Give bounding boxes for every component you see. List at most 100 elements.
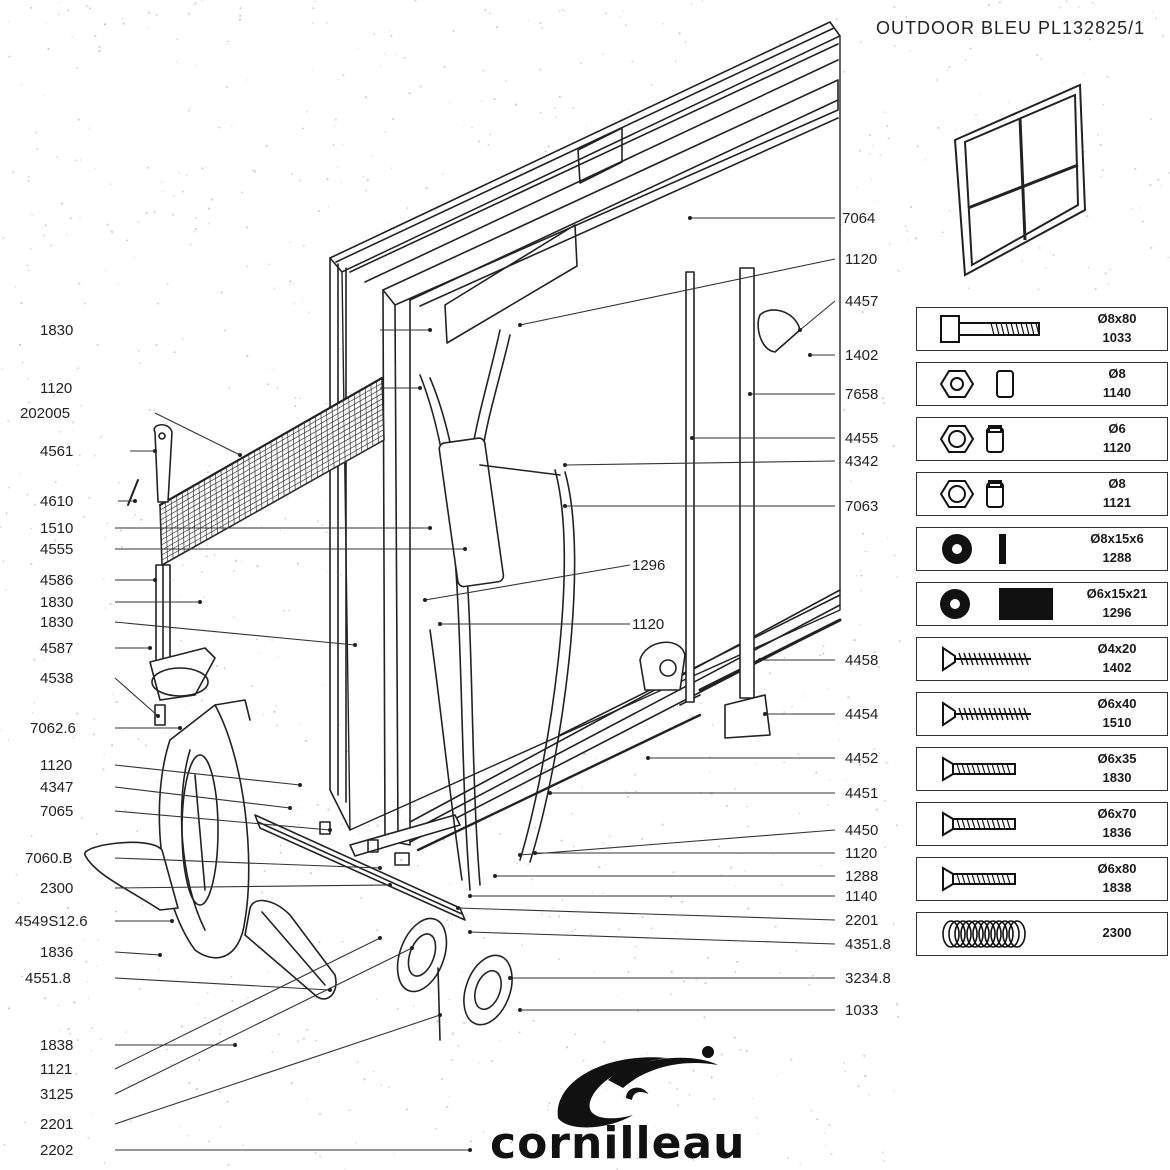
callout-label: 4347: [40, 779, 74, 796]
callout-label: 1120: [845, 845, 878, 862]
net-post: [127, 424, 216, 726]
callout-label: 1033: [845, 1002, 879, 1019]
legend-code: 1510: [1102, 715, 1132, 730]
legend-code: 1296: [1102, 605, 1132, 620]
callout-label: 2201: [40, 1116, 74, 1133]
legend-row: Ø6x70 1836: [916, 802, 1168, 846]
callout-label: 1836: [40, 944, 74, 961]
callout-label: 1830: [40, 614, 74, 631]
legend-row: Ø8x80 1033: [916, 307, 1168, 351]
callout-label: 4342: [845, 453, 879, 470]
legend-row: 2300: [916, 912, 1168, 956]
left-leg-frame: [84, 699, 251, 959]
right-latch-assembly: [639, 267, 801, 739]
right-foot: [244, 899, 337, 1000]
countersunk-screw-icon: [942, 811, 1016, 837]
table-top-inset: [953, 83, 1087, 277]
legend-spec: Ø8x80: [1097, 311, 1137, 326]
callout-label: 7065: [40, 803, 74, 820]
callout-label: 4549S12.6: [15, 913, 88, 930]
legend-spec: Ø6x70: [1097, 806, 1137, 821]
callout-label: 7062.6: [30, 720, 76, 737]
callout-label: 3234.8: [845, 970, 891, 987]
legend-row: Ø6x15x21 1296: [916, 582, 1168, 626]
hex-bolt-icon: [940, 315, 1040, 343]
hex-nut-icon: [939, 370, 1014, 398]
spring-clip-icon: [942, 920, 1026, 948]
legend-code: 1838: [1102, 880, 1132, 895]
callout-label: 3125: [40, 1086, 74, 1103]
callout-label: 4586: [40, 572, 74, 589]
legend-row: Ø8 1140: [916, 362, 1168, 406]
callout-label: 7658: [845, 386, 879, 403]
countersunk-screw-icon: [942, 866, 1016, 892]
washer-icon: [942, 534, 1006, 564]
callout-label: 1296: [632, 557, 666, 574]
legend-code: 1140: [1102, 385, 1132, 400]
legend-code: 2300: [1102, 925, 1132, 940]
legend-row: Ø4x20 1402: [916, 637, 1168, 681]
callout-label: 4451: [845, 785, 879, 802]
callout-label: 1510: [40, 520, 74, 537]
callout-label: 4587: [40, 640, 74, 657]
legend-spec: Ø4x20: [1097, 641, 1137, 656]
callout-label: 4452: [845, 750, 879, 767]
legend-spec: Ø6x15x21: [1086, 586, 1148, 601]
callout-label: 7060.B: [25, 850, 73, 867]
countersunk-screw-icon: [942, 756, 1016, 782]
legend-spec: Ø6x80: [1097, 861, 1137, 876]
callout-label: 4457: [845, 293, 879, 310]
lock-nut-icon: [939, 425, 1004, 453]
legend-code: 1121: [1102, 495, 1132, 510]
legend-code: 1033: [1102, 330, 1132, 345]
legend-spec: Ø8x15x6: [1090, 531, 1144, 546]
callout-label: 1121: [40, 1061, 73, 1078]
wheels: [396, 917, 513, 1041]
cornilleau-logo-icon: [557, 1046, 718, 1128]
legend-code: 1836: [1102, 825, 1132, 840]
callout-label: 1120: [632, 616, 665, 633]
table-top-panel: [329, 21, 842, 852]
legend-spec: Ø6: [1108, 421, 1126, 436]
callout-label: 7064: [842, 210, 876, 227]
callout-label: 1120: [40, 757, 73, 774]
callout-label: 4610: [40, 493, 74, 510]
diagram-title: OUTDOOR BLEU PL132825/1: [876, 18, 1146, 38]
callout-label: 1140: [845, 888, 878, 905]
legend-row: Ø6x40 1510: [916, 692, 1168, 736]
net: [158, 376, 385, 566]
callout-label: 202005: [20, 405, 71, 422]
spacer-icon: [940, 588, 1053, 620]
legend-spec: Ø8: [1108, 366, 1126, 381]
legend-row: Ø8 1121: [916, 472, 1168, 516]
callout-label: 4455: [845, 430, 879, 447]
callout-label: 2201: [845, 912, 879, 929]
callout-label: 1402: [845, 347, 879, 364]
legend-code: 1288: [1102, 550, 1132, 565]
callout-label: 1830: [40, 322, 74, 339]
legend-spec: Ø8: [1108, 476, 1126, 491]
callout-label: 4551.8: [25, 970, 71, 987]
legend-code: 1402: [1102, 660, 1132, 675]
callout-label: 2300: [40, 880, 74, 897]
legend-row: Ø6x80 1838: [916, 857, 1168, 901]
lock-nut-icon: [939, 480, 1004, 508]
legend-row: Ø8x15x6 1288: [916, 527, 1168, 571]
legend-code: 1830: [1102, 770, 1132, 785]
legend-spec: Ø6x40: [1097, 696, 1137, 711]
callout-label: 1838: [40, 1037, 74, 1054]
callout-label: 7063: [845, 498, 879, 515]
callout-label: 1288: [845, 868, 879, 885]
callout-label: 1120: [845, 251, 878, 268]
callout-label: 4538: [40, 670, 74, 687]
callout-label: 4555: [40, 541, 74, 558]
legend-row: Ø6x35 1830: [916, 747, 1168, 791]
brand-name: cornilleau: [490, 1118, 746, 1169]
legend-spec: Ø6x35: [1097, 751, 1137, 766]
callout-label: 4458: [845, 652, 879, 669]
callout-label: 1830: [40, 594, 74, 611]
wood-screw-icon: [942, 701, 1031, 727]
